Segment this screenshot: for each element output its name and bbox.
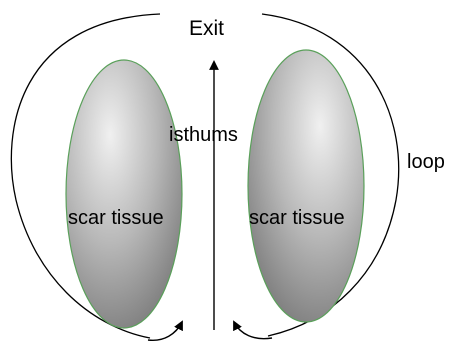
bottom-right-arrow [234, 322, 272, 339]
loop-label: loop [407, 151, 445, 173]
isthmus-label: isthums [169, 124, 238, 146]
scar-tissue-right-label: scar tissue [249, 207, 345, 229]
scar-tissue-left-label: scar tissue [68, 207, 164, 229]
bottom-left-arrow [148, 322, 182, 340]
scar-tissue-right [248, 50, 364, 322]
exit-label: Exit [189, 17, 224, 40]
scar-tissue-left [66, 60, 182, 328]
